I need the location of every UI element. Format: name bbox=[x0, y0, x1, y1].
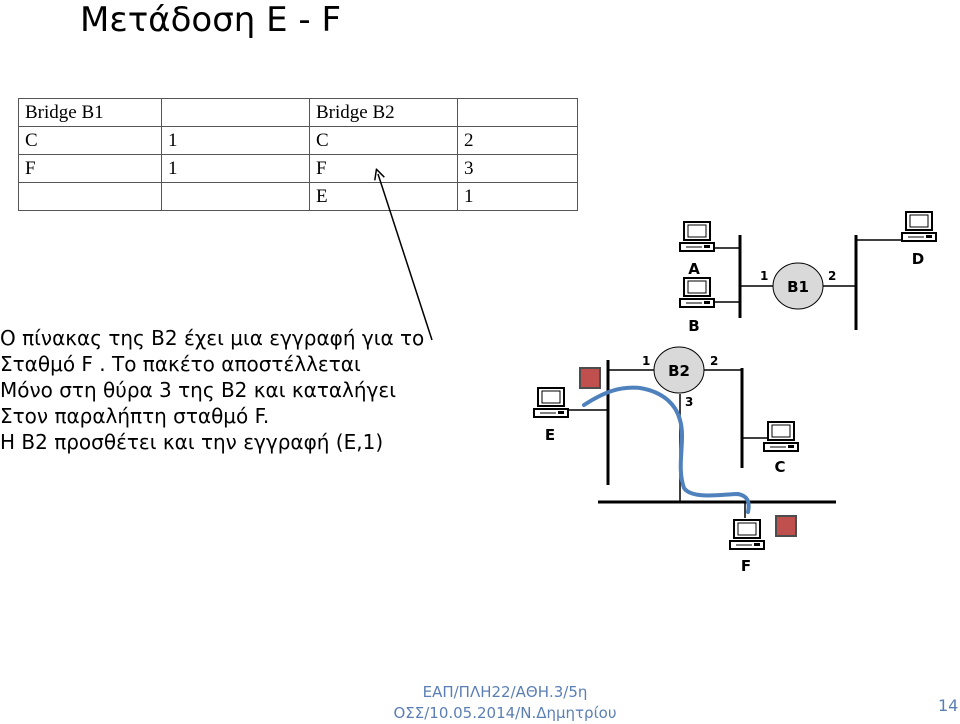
port-label: 1 bbox=[642, 354, 650, 368]
page-number: 14 bbox=[938, 696, 959, 715]
table-row: E 1 bbox=[18, 182, 578, 211]
station-c-label: C bbox=[774, 458, 785, 476]
computer-icon bbox=[533, 387, 569, 418]
explanation-text: Ο πίνακας της Β2 έχει μια εγγραφή για το… bbox=[0, 325, 460, 455]
station-a-label: A bbox=[688, 260, 700, 278]
station-f-label: F bbox=[741, 557, 751, 575]
bridge-b2 bbox=[653, 346, 705, 394]
table-cell: E bbox=[309, 182, 458, 211]
bridge-tables: Bridge B1 Bridge B2 C 1 C 2 F 1 F 3 E 1 bbox=[18, 98, 578, 211]
footer-line: ΕΑΠ/ΠΛΗ22/ΑΘΗ.3/5η bbox=[422, 683, 588, 701]
text-line: Η Β2 προσθέτει και την εγγραφή (Ε,1) bbox=[0, 430, 384, 454]
station-e-label: E bbox=[545, 426, 555, 444]
text-line: Στον παραλήπτη σταθμό F. bbox=[0, 404, 270, 428]
computer-icon bbox=[729, 519, 765, 550]
slide-title: Μετάδοση E - F bbox=[80, 0, 342, 40]
port-label: 3 bbox=[685, 395, 693, 409]
table-cell: 1 bbox=[457, 182, 578, 211]
footer-line: ΟΣΣ/10.05.2014/Ν.Δημητρίου bbox=[393, 704, 617, 722]
table-cell: Bridge B1 bbox=[18, 98, 162, 127]
table-cell bbox=[161, 182, 310, 211]
port-label: 2 bbox=[710, 354, 718, 368]
text-line: Ο πίνακας της Β2 έχει μια εγγραφή για το bbox=[0, 326, 425, 350]
annotation-arrow bbox=[378, 174, 433, 341]
footer: ΕΑΠ/ΠΛΗ22/ΑΘΗ.3/5η ΟΣΣ/10.05.2014/Ν.Δημη… bbox=[380, 682, 630, 724]
packet-path bbox=[582, 385, 751, 514]
table-row: Bridge B1 Bridge B2 bbox=[18, 98, 578, 127]
packet-destination bbox=[775, 515, 797, 537]
table-cell: C bbox=[309, 126, 458, 155]
packet-source bbox=[579, 367, 601, 389]
text-line: Σταθμό F . Το πακέτο αποστέλλεται bbox=[0, 352, 361, 376]
port-label: 1 bbox=[760, 269, 768, 283]
computer-icon bbox=[679, 277, 715, 308]
port-label: 2 bbox=[828, 269, 836, 283]
station-b-label: B bbox=[688, 317, 699, 335]
computer-icon bbox=[901, 211, 937, 242]
bridge-b2-label: B2 bbox=[668, 362, 690, 380]
computer-icon bbox=[763, 421, 799, 452]
table-cell bbox=[18, 182, 162, 211]
bridge-b1-label: B1 bbox=[787, 278, 809, 296]
bridge-b1 bbox=[772, 262, 824, 310]
computer-icon bbox=[679, 221, 715, 252]
text-line: Μόνο στη θύρα 3 της Β2 και καταλήγει bbox=[0, 378, 396, 402]
station-d-label: D bbox=[912, 250, 924, 268]
